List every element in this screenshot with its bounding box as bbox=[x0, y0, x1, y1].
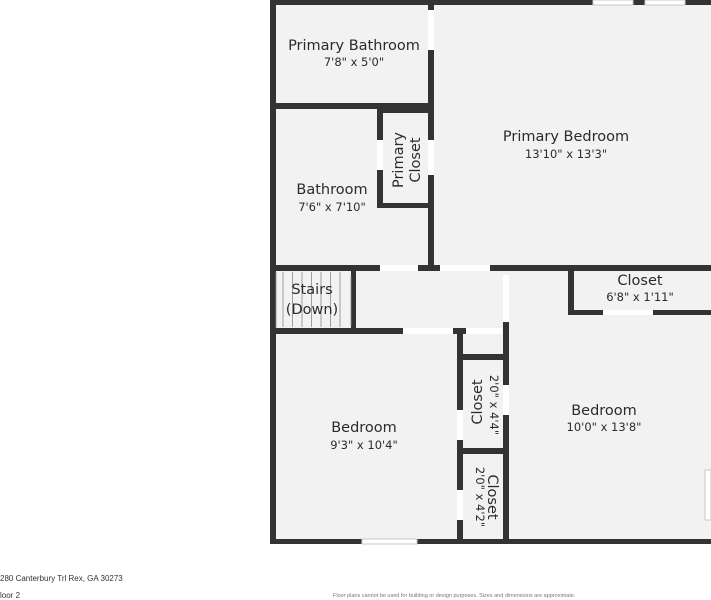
wall-left bbox=[270, 0, 276, 544]
label-primary-bedroom: Primary Bedroom bbox=[503, 129, 629, 145]
wall-closet-bottom bbox=[377, 203, 431, 208]
window-top-1 bbox=[592, 0, 634, 6]
label-bedroom-left: Bedroom bbox=[331, 420, 397, 436]
wall-stairs-right bbox=[351, 271, 356, 330]
label-stairs-line1: Stairs bbox=[291, 282, 332, 298]
footer-address: 280 Canterbury Trl Rex, GA 30273 bbox=[0, 574, 123, 583]
label-primary-closet-line1: Primary bbox=[391, 132, 407, 188]
door-openings bbox=[377, 10, 653, 520]
stairs-treads bbox=[275, 272, 352, 328]
window-bottom bbox=[361, 538, 418, 545]
wall-bath-divider-vert bbox=[428, 5, 434, 270]
label-bedroom-right: Bedroom bbox=[571, 403, 637, 419]
wall-primary-bath-bottom bbox=[276, 103, 431, 109]
footer-disclaimer: Floor plans cannot be used for building … bbox=[333, 593, 576, 599]
wall-closet-top bbox=[377, 108, 430, 113]
wall-hall-top bbox=[276, 265, 711, 271]
label-closet-right: Closet bbox=[617, 273, 662, 289]
wall-closet-right-left bbox=[568, 265, 574, 315]
dims-primary-bedroom: 13'10" x 13'3" bbox=[525, 147, 607, 161]
wall-small-closet-mid bbox=[460, 448, 506, 454]
wall-bedroom-right-left bbox=[503, 322, 509, 543]
wall-top bbox=[271, 0, 711, 5]
label-closet-small-lower: Closet bbox=[484, 474, 500, 519]
window-right bbox=[704, 469, 711, 521]
footer-floor: loor 2 bbox=[0, 591, 21, 600]
label-primary-closet-line2: Closet bbox=[408, 137, 424, 182]
label-primary-bathroom: Primary Bathroom bbox=[288, 38, 420, 54]
label-closet-small-upper: Closet bbox=[470, 379, 486, 424]
dims-closet-small-lower: 2'0" x 4'2" bbox=[473, 467, 487, 527]
dims-closet-small-upper: 2'0" x 4'4" bbox=[487, 375, 501, 435]
wall-small-closet-top bbox=[460, 354, 506, 360]
dims-bathroom: 7'6" x 7'10" bbox=[298, 200, 366, 214]
wall-hall-bottom bbox=[276, 328, 466, 334]
dims-primary-bathroom: 7'8" x 5'0" bbox=[324, 55, 384, 69]
dims-bedroom-left: 9'3" x 10'4" bbox=[330, 438, 398, 452]
dims-bedroom-right: 10'0" x 13'8" bbox=[567, 420, 642, 434]
window-top-2 bbox=[644, 0, 686, 6]
room-labels: Primary Bathroom 7'8" x 5'0" Primary Bed… bbox=[286, 38, 674, 527]
windows bbox=[361, 0, 711, 545]
dims-closet-right: 6'8" x 1'11" bbox=[606, 290, 674, 304]
label-bathroom: Bathroom bbox=[296, 182, 367, 198]
label-stairs-line2: (Down) bbox=[286, 302, 338, 318]
wall-bottom bbox=[270, 539, 711, 544]
